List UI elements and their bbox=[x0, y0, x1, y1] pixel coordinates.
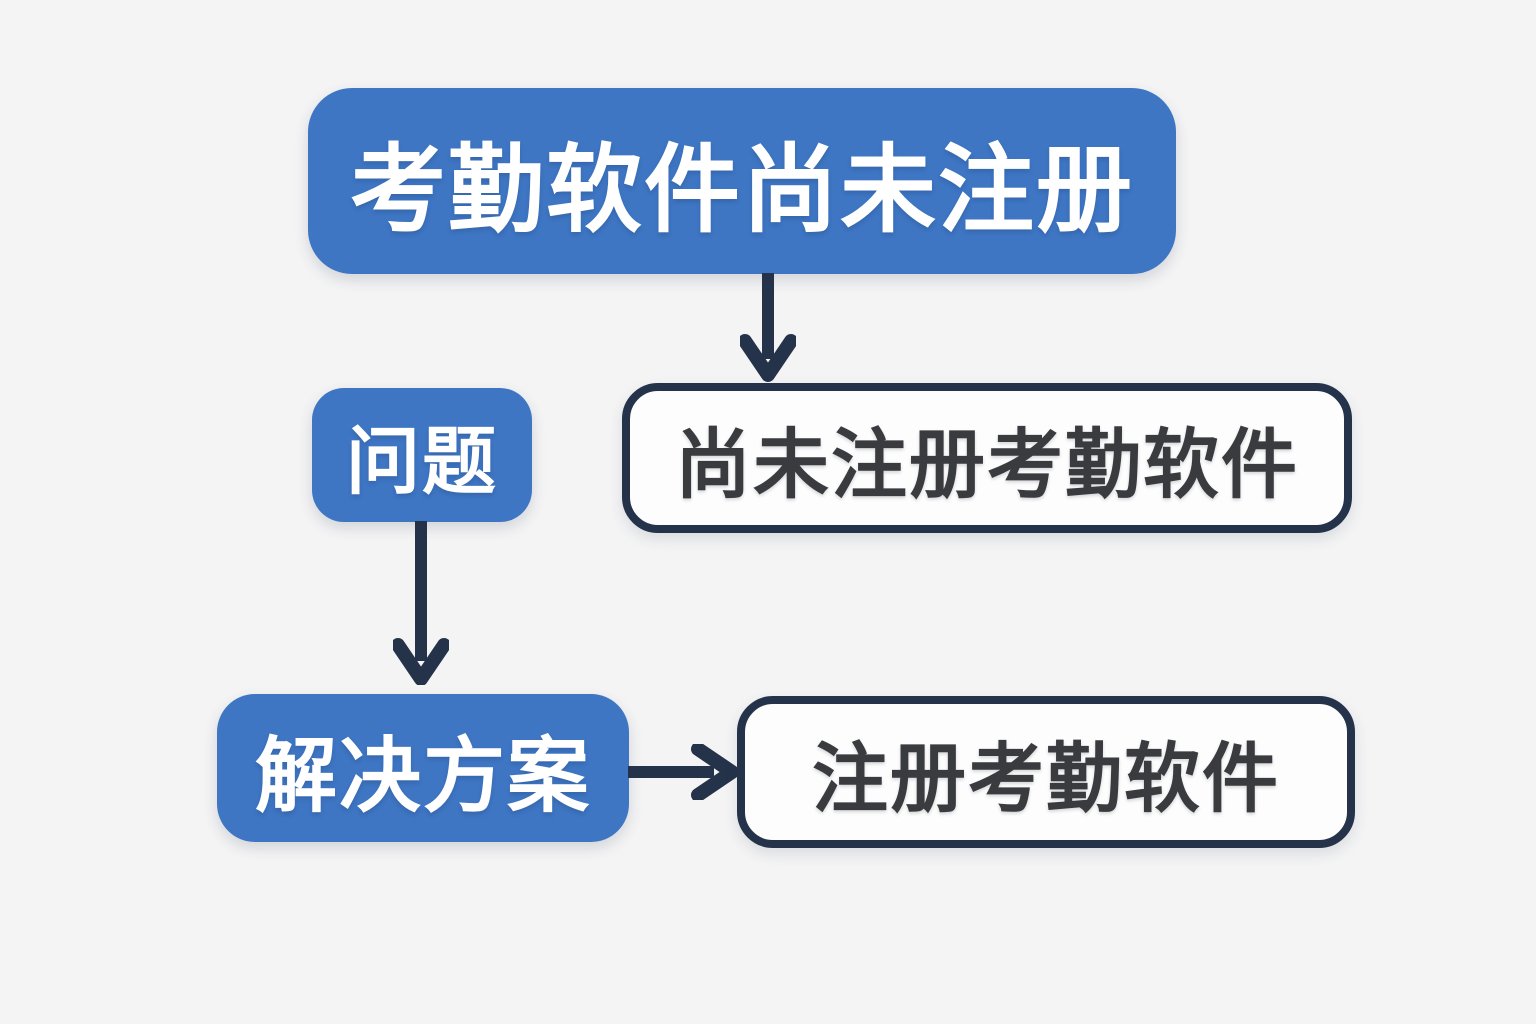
flowchart-node-solution-label-text: 解决方案 bbox=[254, 728, 591, 824]
flowchart-node-problem-desc-label: 尚未注册考勤软件 bbox=[675, 420, 1299, 509]
flowchart-node-problem-label: 问题 bbox=[312, 388, 532, 522]
flowchart-node-problem-desc: 尚未注册考勤软件 bbox=[622, 383, 1352, 533]
flowchart-node-title-label: 考勤软件尚未注册 bbox=[350, 133, 1134, 246]
arrow-right-icon bbox=[628, 744, 738, 800]
arrow-down-icon bbox=[393, 521, 449, 685]
flowchart-node-solution-desc-label: 注册考勤软件 bbox=[812, 734, 1280, 823]
flowchart-node-solution-desc: 注册考勤软件 bbox=[737, 696, 1355, 848]
arrow-down-icon bbox=[740, 273, 796, 383]
flowchart-node-title: 考勤软件尚未注册 bbox=[308, 88, 1176, 274]
flowchart-node-problem-label-text: 问题 bbox=[346, 418, 498, 505]
flowchart-node-solution-label: 解决方案 bbox=[217, 694, 629, 842]
